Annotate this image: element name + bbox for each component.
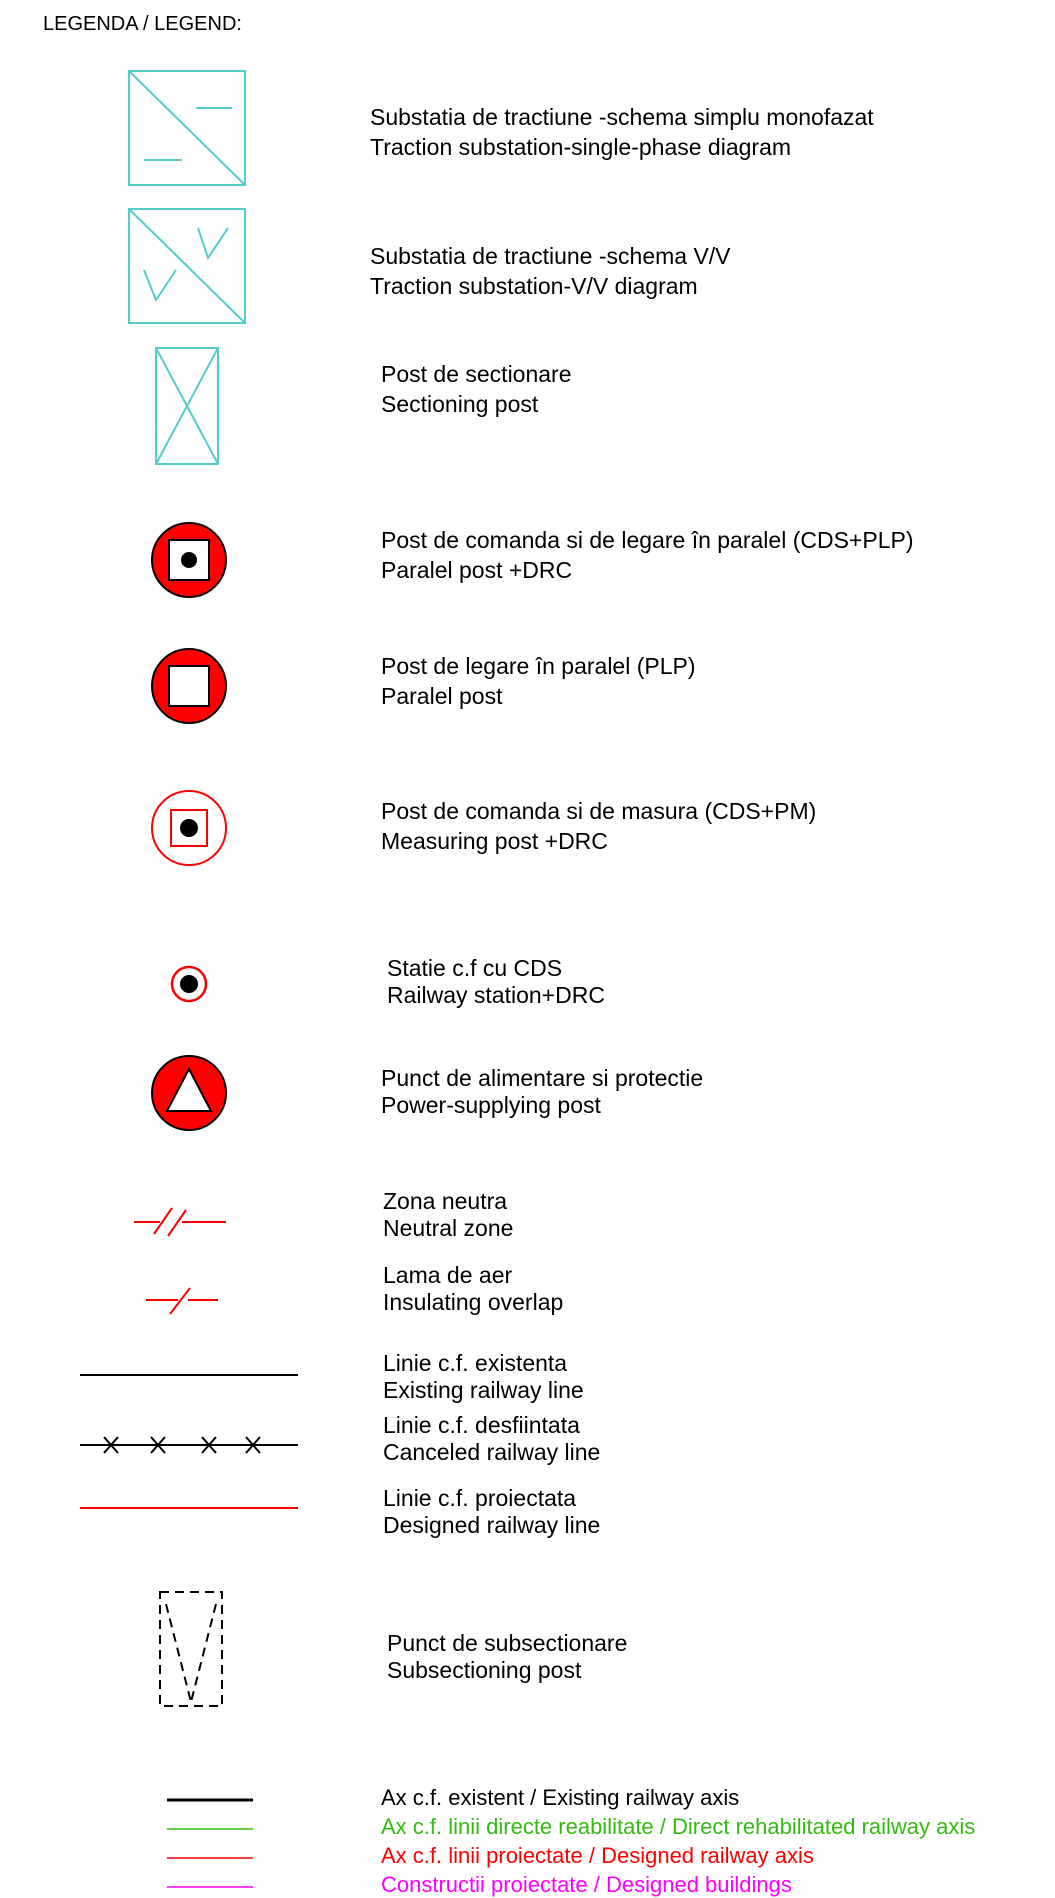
neutral-zone-icon xyxy=(134,1207,226,1237)
item-label-ro: Post de legare în paralel (PLP) xyxy=(381,653,696,679)
substation-single-phase-icon xyxy=(128,70,246,186)
canceled-line-icon xyxy=(80,1436,298,1454)
control-parallel-post-icon xyxy=(151,522,227,598)
item-label-ro: Post de sectionare xyxy=(381,361,572,387)
item-label-en: Traction substation-single-phase diagram xyxy=(370,134,792,160)
item-label-ro: Post de comanda si de legare în paralel … xyxy=(381,527,914,553)
measuring-post-icon xyxy=(151,790,227,866)
parallel-post-icon xyxy=(151,648,227,724)
substation-vv-icon xyxy=(128,208,246,324)
item-label-ro: Substatia de tractiune -schema V/V xyxy=(370,243,731,269)
designed-line-icon xyxy=(80,1507,298,1509)
item-label-ro: Punct de alimentare si protectie xyxy=(381,1065,704,1091)
item-label-en: Traction substation-V/V diagram xyxy=(370,273,698,299)
subsectioning-post-icon xyxy=(159,1591,223,1707)
legend-title: LEGENDA / LEGEND: xyxy=(43,13,242,35)
axis-label-rehabilitated: Ax c.f. linii directe reabilitate / Dire… xyxy=(381,1814,976,1839)
railway-station-icon xyxy=(170,965,208,1003)
item-label-en: Designed railway line xyxy=(383,1512,601,1538)
item-label-en: Canceled railway line xyxy=(383,1439,601,1465)
item-label-en: Measuring post +DRC xyxy=(381,828,608,854)
item-label-ro: Substatia de tractiune -schema simplu mo… xyxy=(370,104,874,130)
power-supply-post-icon xyxy=(151,1055,227,1131)
item-label-en: Sectioning post xyxy=(381,391,539,417)
axis-label-buildings: Constructii proiectate / Designed buildi… xyxy=(381,1872,792,1897)
item-label-en: Neutral zone xyxy=(383,1215,514,1241)
axis-swatches xyxy=(167,1798,253,1888)
item-label-ro: Linie c.f. desfiintata xyxy=(383,1412,580,1438)
item-label-ro: Linie c.f. existenta xyxy=(383,1350,568,1376)
item-label-en: Paralel post +DRC xyxy=(381,557,573,583)
item-label-ro: Post de comanda si de masura (CDS+PM) xyxy=(381,798,817,824)
axis-label-existing: Ax c.f. existent / Existing railway axis xyxy=(381,1785,740,1810)
sectioning-post-icon xyxy=(155,347,219,465)
item-label-ro: Punct de subsectionare xyxy=(387,1630,628,1656)
item-label-en: Insulating overlap xyxy=(383,1289,564,1315)
item-label-ro: Statie c.f cu CDS xyxy=(387,955,563,981)
insulating-overlap-icon xyxy=(146,1287,218,1315)
item-label-en: Subsectioning post xyxy=(387,1657,582,1683)
axis-label-designed: Ax c.f. linii proiectate / Designed rail… xyxy=(381,1843,814,1868)
item-label-en: Existing railway line xyxy=(383,1377,584,1403)
item-label-en: Paralel post xyxy=(381,683,503,709)
item-label-en: Power-supplying post xyxy=(381,1092,601,1118)
item-label-ro: Linie c.f. proiectata xyxy=(383,1485,577,1511)
existing-line-icon xyxy=(80,1374,298,1376)
item-label-ro: Lama de aer xyxy=(383,1262,513,1288)
item-label-en: Railway station+DRC xyxy=(387,982,605,1008)
item-label-ro: Zona neutra xyxy=(383,1188,508,1214)
